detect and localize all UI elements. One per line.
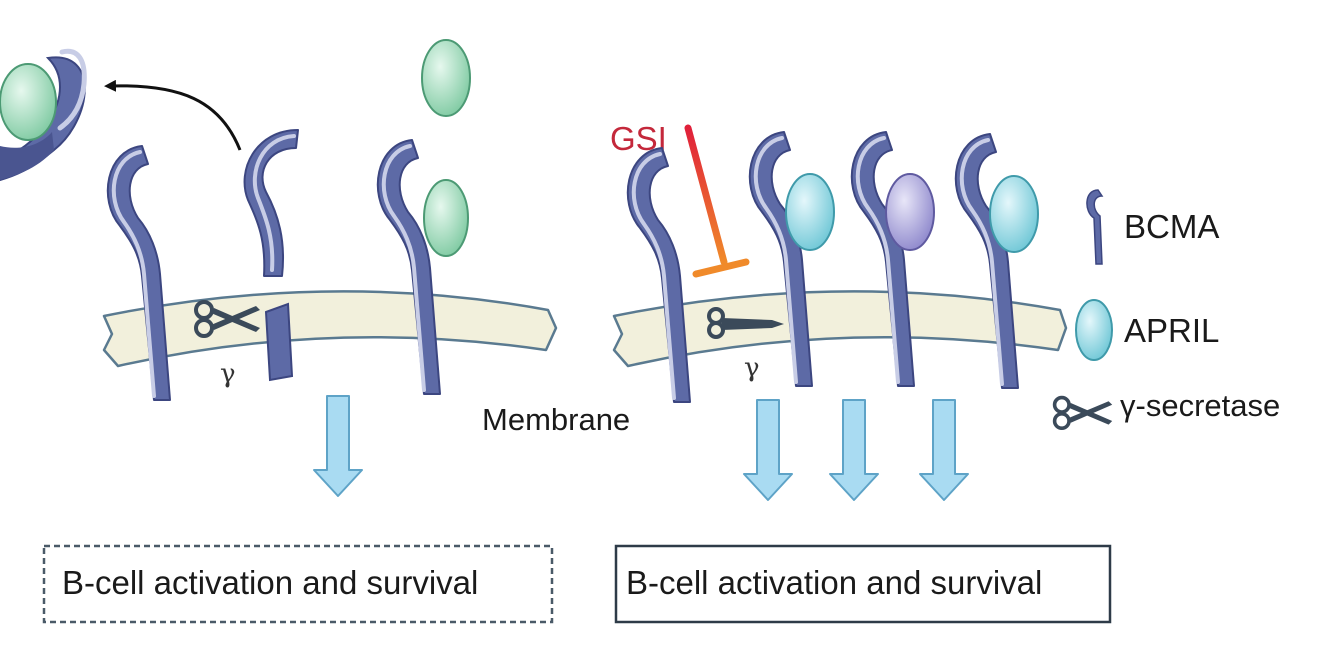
shed-bcma-april-complex [0,48,87,182]
membrane-left [102,290,558,368]
outcome-box-left [42,544,554,624]
legend-april-label: APRIL [1124,312,1219,349]
april-ligand-bound-right-1 [785,173,835,251]
membrane-right [612,290,1068,368]
gamma-label-right: γ [744,353,760,383]
gamma-label-left: γ [220,359,236,389]
signal-arrow-left [313,395,363,497]
signal-arrow-right-3 [919,399,969,501]
left-panel: γ B-cell activation and survival [0,39,558,624]
release-arrow [104,79,242,151]
april-ligand-bound-left [423,179,469,257]
outcome-text-right: B-cell activation and survival [626,564,1042,601]
bcma-receptor-right-4 [953,132,1020,390]
right-panel: GSI γ [610,120,1112,624]
outcome-box-right [614,544,1112,624]
legend-bcma-icon [1086,189,1104,265]
legend-april-icon [1075,299,1113,361]
gsi-inhibitor-icon [684,124,750,278]
legend-scissors-icon [1052,395,1114,431]
bcma-cleaved-fragment [243,129,299,277]
bcma-receptor-right-2 [747,130,814,388]
april-ligand-bound-right-2 [885,173,935,251]
april-ligand-released [0,63,57,141]
bcma-membrane-stub [264,302,294,382]
bcma-receptor-right-3 [849,130,916,388]
signal-arrow-right-1 [743,399,793,501]
bcma-receptor-left-2 [375,138,442,396]
signal-arrow-right-2 [829,399,879,501]
april-ligand-bound-right-3 [989,175,1039,253]
legend-gamma-secretase-label: γ-secretase [1120,388,1280,423]
april-ligand-free [421,39,471,117]
legend: BCMA APRIL γ-secretase [1052,189,1280,431]
membrane-label: Membrane [482,402,630,437]
outcome-text-left: B-cell activation and survival [62,564,478,601]
legend-bcma-label: BCMA [1124,208,1219,245]
